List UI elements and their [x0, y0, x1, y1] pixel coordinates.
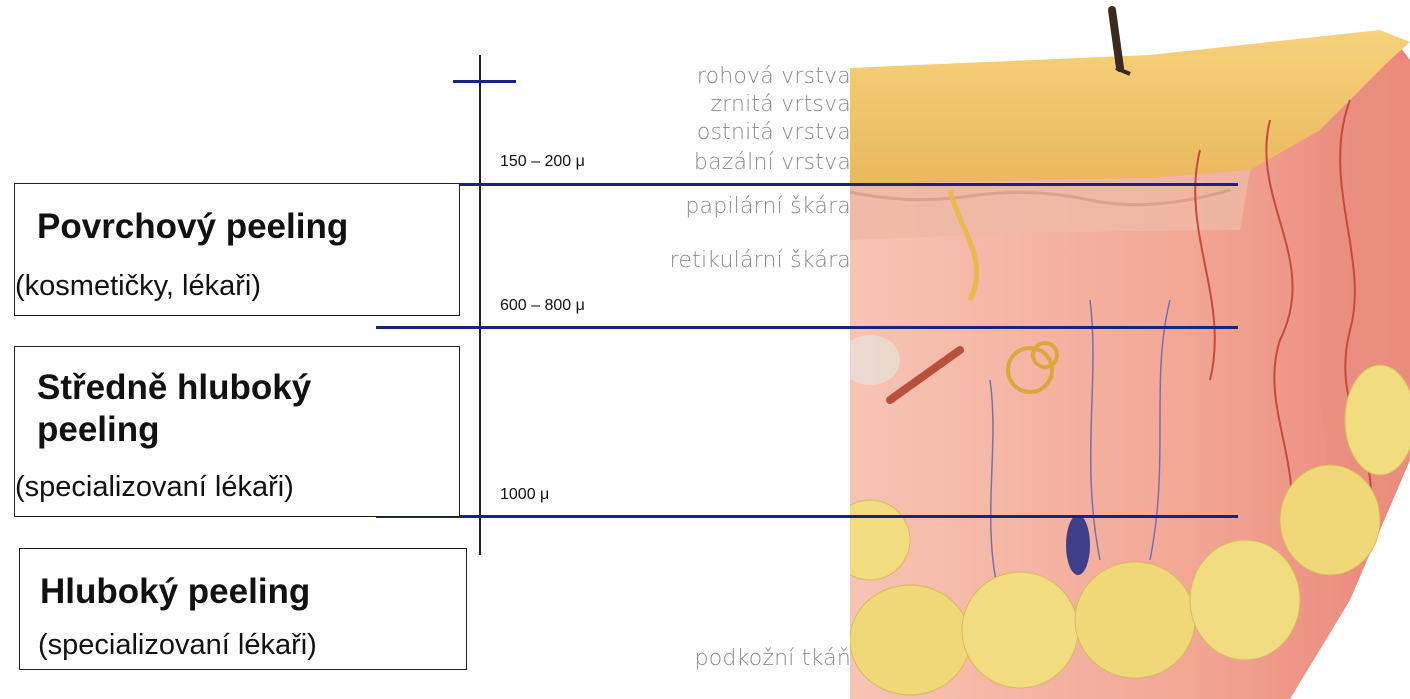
peeling-subtitle: (specializovaní lékaři)	[38, 629, 317, 662]
depth-line-2	[376, 326, 1238, 329]
surface-tick	[453, 80, 516, 83]
peeling-box-deep: Hluboký peeling (specializovaní lékaři)	[19, 548, 467, 670]
depth-line-1	[376, 183, 1238, 186]
peeling-title: Hluboký peeling	[40, 571, 310, 613]
depth-line-3	[376, 515, 1238, 518]
peeling-box-medium: Středně hluboký peeling (specializovaní …	[14, 346, 460, 517]
peeling-title: Středně hluboký peeling	[37, 367, 417, 451]
layer-label-retikularni: retikulární škára	[670, 250, 851, 272]
depth-label-3: 1000 μ	[500, 486, 549, 504]
layer-label-podkozni: podkožní tkáň	[695, 648, 851, 670]
depth-label-1: 150 – 200 μ	[500, 153, 585, 171]
depth-scale-axis	[479, 55, 481, 555]
skin-cross-section-illustration	[850, 0, 1410, 699]
peeling-subtitle: (specializovaní lékaři)	[15, 471, 294, 504]
layer-label-rohova: rohová vrstva	[697, 66, 851, 88]
layer-label-ostnita: ostnitá vrstva	[697, 122, 851, 144]
layer-label-papilarni: papilární škára	[685, 196, 851, 218]
depth-label-2: 600 – 800 μ	[500, 297, 585, 315]
peeling-box-superficial: Povrchový peeling (kosmetičky, lékaři)	[14, 183, 460, 316]
peeling-subtitle: (kosmetičky, lékaři)	[15, 270, 261, 303]
layer-label-bazalni: bazální vrstva	[694, 152, 851, 174]
peeling-title: Povrchový peeling	[37, 206, 348, 248]
layer-label-zrnita: zrnitá vrtsva	[710, 94, 851, 116]
